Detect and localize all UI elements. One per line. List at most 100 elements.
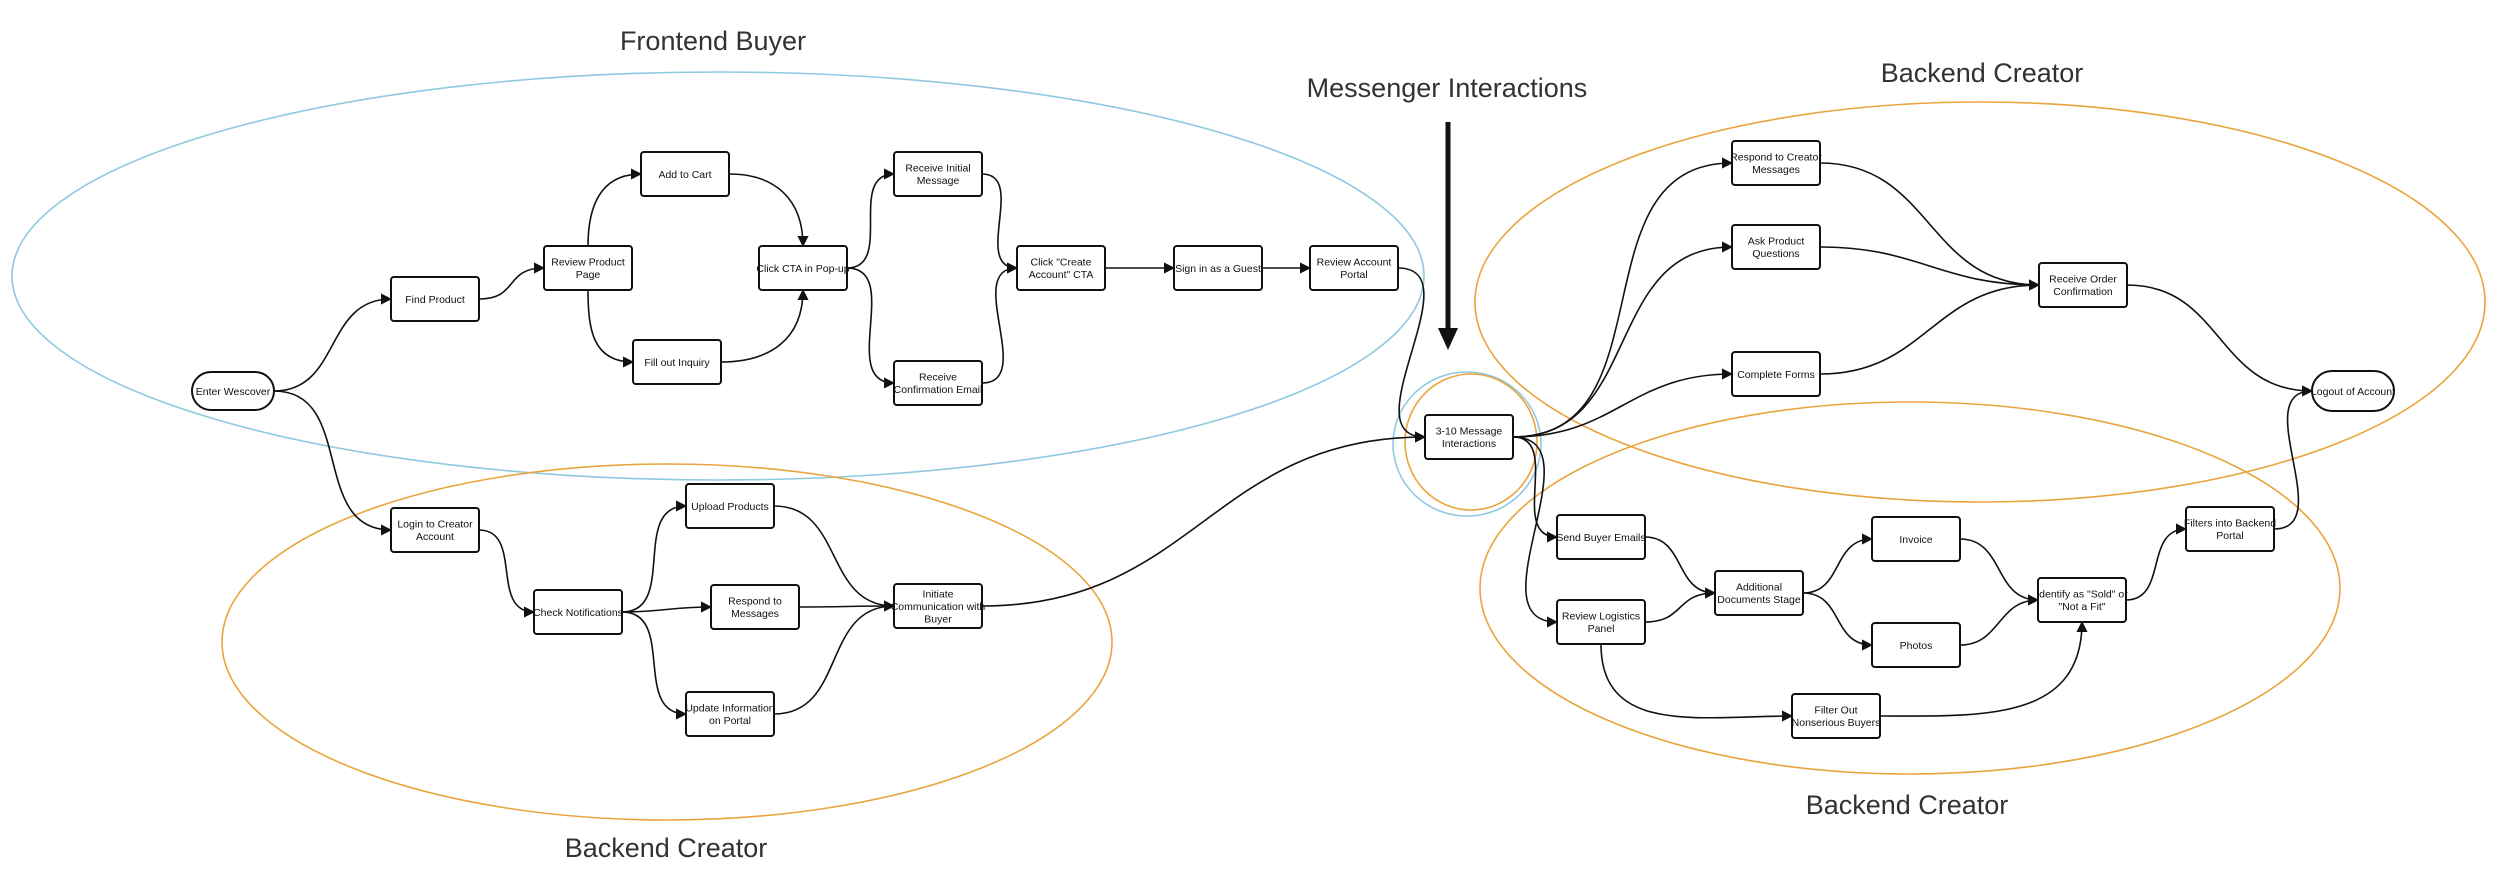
node-label: Review Logistics xyxy=(1562,611,1640,623)
edge-msg-interactions-to-complete-forms xyxy=(1512,368,1734,438)
node-invoice: Invoice xyxy=(1871,516,1961,562)
edge-find-to-review-page xyxy=(478,262,546,300)
edge-login-to-notifications xyxy=(478,529,536,618)
node-box xyxy=(1731,351,1821,397)
node-label: Fill out Inquiry xyxy=(644,357,710,369)
node-label: Page xyxy=(576,269,601,281)
node-label: Check Notifications xyxy=(533,607,623,619)
edge-msg-interactions-to-ask-questions xyxy=(1512,241,1734,438)
node-box xyxy=(1791,693,1881,739)
edge-portal-to-msg-interactions xyxy=(1397,267,1427,443)
node-box xyxy=(2185,506,2275,552)
node-notifications: Check Notifications xyxy=(533,589,623,635)
edge-initiate-to-msg-interactions xyxy=(981,431,1427,607)
node-enter: Enter Wescover xyxy=(191,371,275,411)
node-box xyxy=(758,245,848,291)
node-label: Receive xyxy=(919,372,957,384)
node-label: Enter Wescover xyxy=(196,386,271,398)
node-cta: Click CTA in Pop-up xyxy=(756,245,850,291)
edge-msg-interactions-to-logistics xyxy=(1512,436,1559,628)
edge-additional-docs-to-photos xyxy=(1802,592,1874,651)
node-box xyxy=(1731,140,1821,186)
node-label: Account" CTA xyxy=(1029,269,1094,281)
node-box xyxy=(1016,245,1106,291)
node-label: Update Information xyxy=(685,703,774,715)
connectors xyxy=(273,157,2314,722)
backend-creator-left-title: Backend Creator xyxy=(565,833,768,863)
node-box xyxy=(533,589,623,635)
edge-invoice-to-identify xyxy=(1959,538,2040,606)
node-label: Click "Create xyxy=(1031,257,1092,269)
node-photos: Photos xyxy=(1871,622,1961,668)
edge-filter-out-to-identify xyxy=(1879,620,2088,717)
node-box xyxy=(640,151,730,197)
edge-notifications-to-update-info xyxy=(621,611,688,720)
node-box xyxy=(1714,570,1804,616)
edge-update-info-to-initiate xyxy=(773,600,896,715)
node-box xyxy=(893,360,983,406)
node-box xyxy=(685,691,775,737)
edge-complete-forms-to-order-confirm xyxy=(1819,279,2041,375)
messenger-hub-orange-ring xyxy=(1404,373,1538,511)
edge-inquiry-to-cta xyxy=(720,288,809,363)
node-label: Interactions xyxy=(1442,438,1496,450)
edge-filters-portal-to-logout xyxy=(2273,385,2314,530)
group-titles: Frontend Buyer Messenger Interactions Ba… xyxy=(565,26,2084,863)
node-box xyxy=(191,371,275,411)
edge-enter-to-find xyxy=(273,293,393,392)
node-label: Confirmation Email xyxy=(894,384,983,396)
node-box xyxy=(2037,577,2127,623)
edge-initial-msg-to-create-account xyxy=(981,173,1019,274)
node-find: Find Product xyxy=(390,276,480,322)
node-label: Account xyxy=(416,531,454,543)
node-label: Portal xyxy=(2216,530,2243,542)
messenger-down-arrow xyxy=(1438,122,1458,350)
node-box xyxy=(390,276,480,322)
node-label: Documents Stage xyxy=(1717,594,1801,606)
edge-order-confirm-to-logout xyxy=(2126,284,2314,397)
node-label: Panel xyxy=(1588,623,1615,635)
node-upload: Upload Products xyxy=(685,483,775,529)
edge-photos-to-identify xyxy=(1959,594,2040,646)
node-label: Login to Creator xyxy=(397,519,473,531)
edge-identify-to-filters-portal xyxy=(2125,523,2188,601)
node-add-cart: Add to Cart xyxy=(640,151,730,197)
node-label: Portal xyxy=(1340,269,1367,281)
edge-ask-questions-to-order-confirm xyxy=(1819,246,2041,291)
backend-creator-top-title: Backend Creator xyxy=(1881,58,2084,88)
edge-respond-msgs-to-initiate xyxy=(798,600,896,612)
edge-msg-interactions-to-send-emails xyxy=(1512,436,1559,543)
node-label: Confirmation xyxy=(2053,286,2113,298)
node-label: Nonserious Buyers xyxy=(1792,717,1881,729)
edge-cta-to-initial-msg xyxy=(846,168,896,269)
node-box xyxy=(1871,516,1961,562)
backend-creator-left-ellipse xyxy=(221,463,1113,821)
node-box xyxy=(710,584,800,630)
edge-logistics-to-additional-docs xyxy=(1644,587,1717,623)
edge-confirm-email-to-create-account xyxy=(981,262,1019,384)
node-label: Ask Product xyxy=(1748,236,1805,248)
node-box xyxy=(390,507,480,553)
node-label: Filters into Backend xyxy=(2184,518,2276,530)
node-box xyxy=(1424,414,1514,460)
node-complete-forms: Complete Forms xyxy=(1731,351,1821,397)
node-label: Complete Forms xyxy=(1737,369,1815,381)
node-label: Messages xyxy=(1752,164,1800,176)
edge-upload-to-initiate xyxy=(773,505,896,612)
node-label: Respond to Creator xyxy=(1730,152,1822,164)
node-label: Upload Products xyxy=(691,501,769,513)
node-label: Identify as "Sold" or xyxy=(2036,589,2128,601)
node-box xyxy=(1309,245,1399,291)
